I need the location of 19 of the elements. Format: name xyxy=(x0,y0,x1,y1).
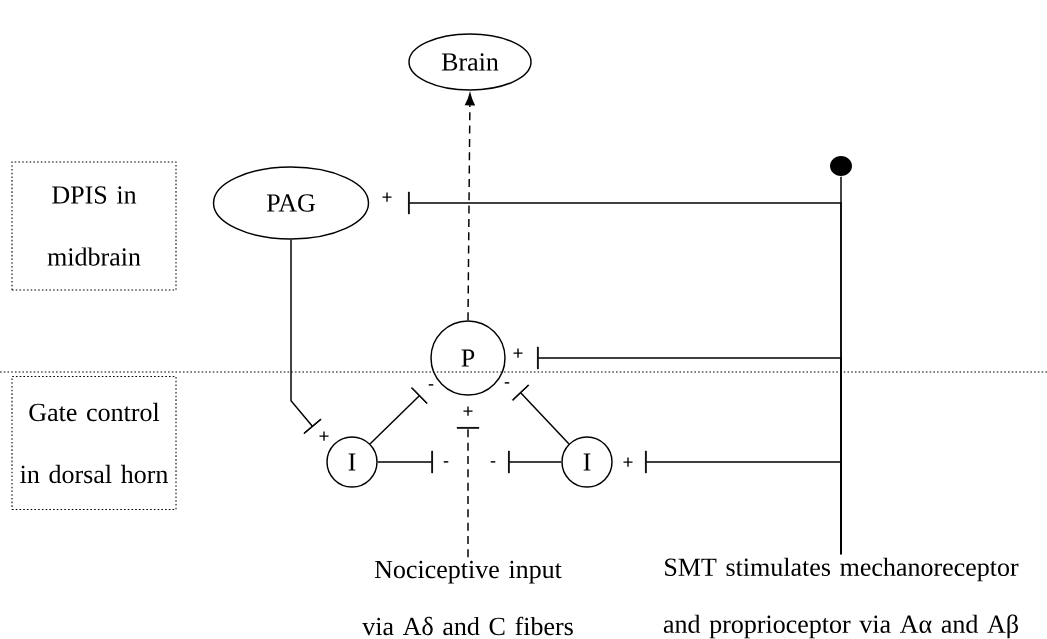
fiber-end-dot xyxy=(830,156,852,176)
inhibitor-line xyxy=(290,239,322,435)
sign-label: + xyxy=(380,191,394,205)
fiber-line xyxy=(456,427,480,559)
inhibitor-line xyxy=(369,387,428,445)
sign-label: - xyxy=(488,459,498,469)
sign-label: + xyxy=(511,347,525,361)
inhibitor-line xyxy=(508,450,562,474)
sign-label: + xyxy=(621,456,635,470)
inhibitor-line xyxy=(511,384,570,445)
inhibitor-line xyxy=(377,450,433,474)
sign-label: - xyxy=(441,459,451,469)
arrow xyxy=(465,93,475,321)
input-text: SMT stimulates mechanoreceptor and proprioceptor via Aα and Aβ xyxy=(663,557,1019,639)
fiber-branch-line xyxy=(645,450,842,556)
sign-label: + xyxy=(461,405,475,419)
region-box: DPIS in midbrain xyxy=(11,161,177,291)
input-text: Nociceptive input via Aδ and C fibers xyxy=(362,560,573,636)
region-box: Gate control in dorsal horn xyxy=(11,375,177,511)
